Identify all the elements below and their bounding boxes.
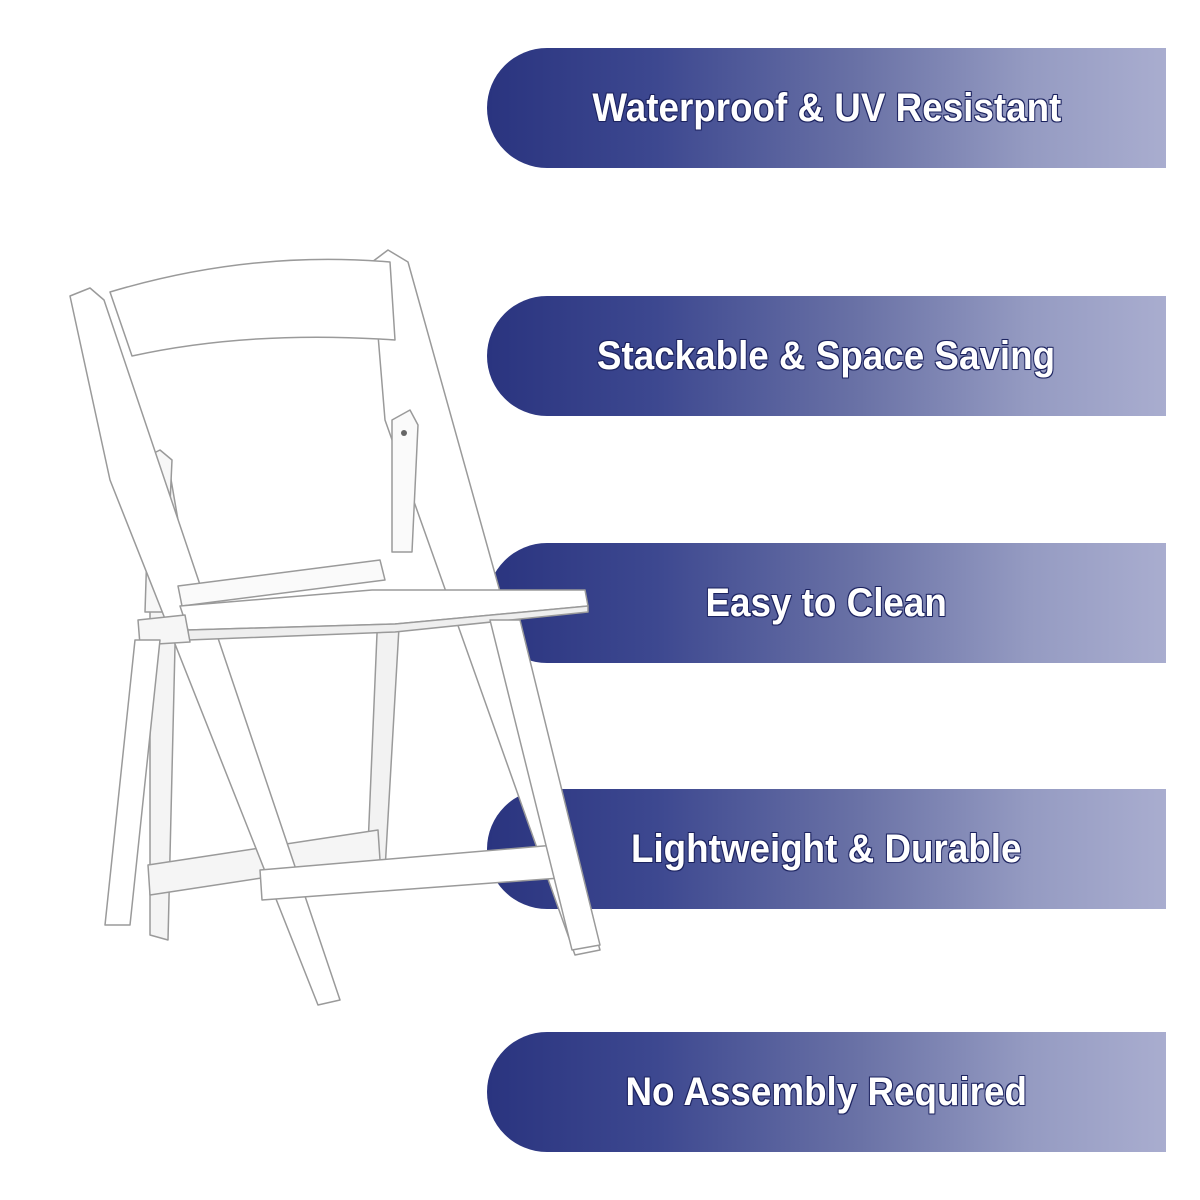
feature-label: Lightweight & Durable [631, 826, 1022, 871]
feature-banner-stackable: Stackable & Space Saving [487, 296, 1166, 416]
feature-banner-easy-clean: Easy to Clean [487, 543, 1166, 663]
feature-banner-waterproof: Waterproof & UV Resistant [487, 48, 1166, 168]
feature-label: Easy to Clean [705, 580, 948, 625]
feature-banner-lightweight: Lightweight & Durable [487, 789, 1166, 909]
feature-label: Stackable & Space Saving [597, 333, 1056, 378]
feature-label: No Assembly Required [625, 1069, 1028, 1114]
feature-banner-no-assembly: No Assembly Required [487, 1032, 1166, 1152]
feature-label: Waterproof & UV Resistant [592, 85, 1061, 130]
